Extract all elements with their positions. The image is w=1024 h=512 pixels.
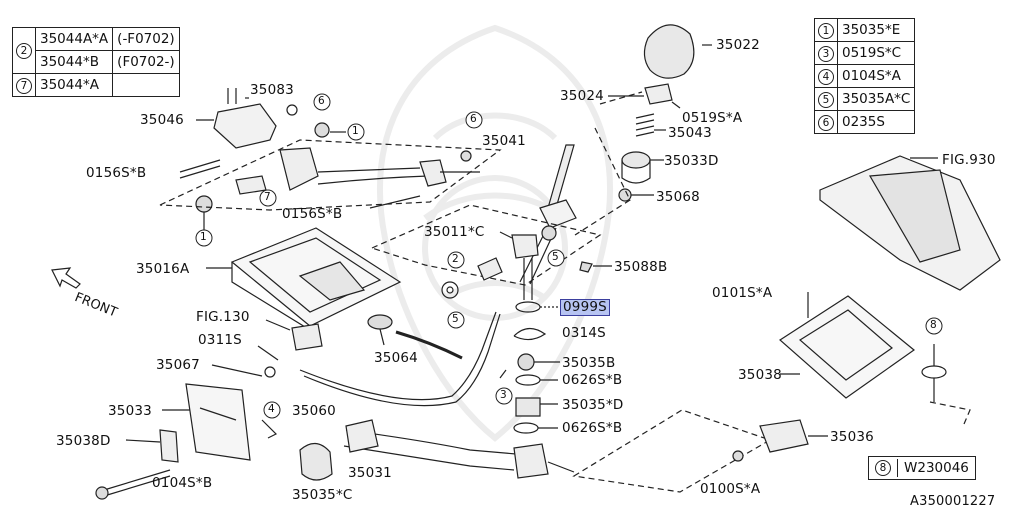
callout-label[interactable]: 35035*C	[292, 487, 353, 503]
ref-number: 8	[875, 460, 891, 476]
ref-number: 6	[818, 114, 834, 131]
part-code-box: 8 W230046	[868, 456, 976, 480]
callout-label[interactable]: 35067	[156, 357, 200, 373]
callout-label[interactable]: 35031	[348, 465, 392, 481]
ref-marker: 1	[200, 231, 207, 243]
ref-marker: 8	[930, 319, 937, 331]
callout-label[interactable]: 35060	[292, 403, 336, 419]
callout-label[interactable]: 35041	[482, 133, 526, 149]
callout-label[interactable]: 35083	[250, 82, 294, 98]
part-number[interactable]: 0104S*A	[836, 64, 916, 88]
part-number[interactable]: 35035*E	[836, 18, 916, 42]
ref-number: 2	[16, 43, 32, 59]
part-number[interactable]: 35035A*C	[836, 87, 916, 111]
part-table-left: 2 35044A*A (-F0702) 35044*B (F0702-) 7 3…	[12, 27, 180, 97]
front-arrow-icon	[51, 267, 81, 289]
part-note: (-F0702)	[112, 27, 180, 51]
callout-label[interactable]: 35088B	[614, 259, 668, 275]
part-number[interactable]: 35044A*A	[34, 27, 114, 51]
part-number[interactable]: 35044*A	[34, 73, 114, 97]
ref-marker: 5	[552, 251, 559, 263]
callout-label[interactable]: 0101S*A	[712, 285, 773, 301]
callout-label[interactable]: 0626S*B	[562, 420, 623, 436]
part-number[interactable]: 0235S	[836, 110, 916, 134]
bracket-35046	[213, 103, 277, 149]
callout-label[interactable]: 35046	[140, 112, 184, 128]
callout-label[interactable]: 35038	[738, 367, 782, 383]
ref-number: 5	[818, 91, 834, 108]
spring	[635, 113, 655, 137]
ref-marker: 6	[470, 113, 477, 125]
callout-label[interactable]: 35022	[716, 37, 760, 53]
callout-label[interactable]: 35033D	[664, 153, 719, 169]
watermark-emblem	[376, 24, 614, 442]
callout-label[interactable]: 35016A	[136, 261, 190, 277]
callout-label[interactable]: FIG.930	[942, 152, 996, 168]
callout-label[interactable]: 0156S*B	[282, 206, 343, 222]
shift-lever	[547, 144, 575, 209]
callout-label[interactable]: 35068	[656, 189, 700, 205]
callout-label[interactable]: 35043	[668, 125, 712, 141]
ref-number: 3	[818, 45, 834, 62]
shift-cable	[299, 311, 497, 401]
callout-label[interactable]: 0104S*B	[152, 475, 213, 491]
callout-label[interactable]: 0626S*B	[562, 372, 623, 388]
shift-knob	[643, 24, 695, 79]
bracket-35033	[185, 383, 251, 461]
callout-label[interactable]: 35036	[830, 429, 874, 445]
diagram-id: A350001227	[910, 494, 996, 509]
callout-label[interactable]: 35035*D	[562, 397, 624, 413]
part-note: (F0702-)	[112, 50, 180, 74]
callout-label[interactable]: 0311S	[198, 332, 242, 348]
callout-label[interactable]: 0314S	[562, 325, 606, 341]
callout-label[interactable]: 35033	[108, 403, 152, 419]
callout-label[interactable]: 0156S*B	[86, 165, 147, 181]
ref-number: 4	[818, 68, 834, 85]
callout-label-highlighted[interactable]: 0999S	[560, 299, 610, 316]
callout-label[interactable]: 0100S*A	[700, 481, 761, 497]
ref-marker: 5	[452, 313, 459, 325]
callout-label[interactable]: 35064	[374, 350, 418, 366]
part-number[interactable]: 35044*B	[34, 50, 114, 74]
callout-label[interactable]: 35038D	[56, 433, 111, 449]
callout-label[interactable]: 35035B	[562, 355, 616, 371]
callout-label[interactable]: 35024	[560, 88, 604, 104]
ref-marker: 1	[352, 125, 359, 137]
ref-marker: 6	[318, 95, 325, 107]
ref-marker: 7	[264, 191, 271, 203]
callout-label[interactable]: FIG.130	[196, 309, 250, 325]
ref-number: 1	[818, 22, 834, 39]
part-note	[112, 73, 180, 97]
ref-number: 7	[16, 77, 32, 94]
part-number[interactable]: 0519S*C	[836, 41, 916, 65]
ref-marker: 2	[452, 253, 459, 265]
part-number[interactable]: W230046	[904, 460, 969, 476]
callout-label[interactable]: 35011*C	[424, 224, 485, 240]
ref-marker: 4	[268, 403, 275, 415]
ref-marker: 3	[500, 389, 507, 401]
rod-35041	[279, 147, 319, 191]
boot-frame-35038	[779, 295, 915, 399]
callout-label[interactable]: 0519S*A	[682, 110, 743, 126]
